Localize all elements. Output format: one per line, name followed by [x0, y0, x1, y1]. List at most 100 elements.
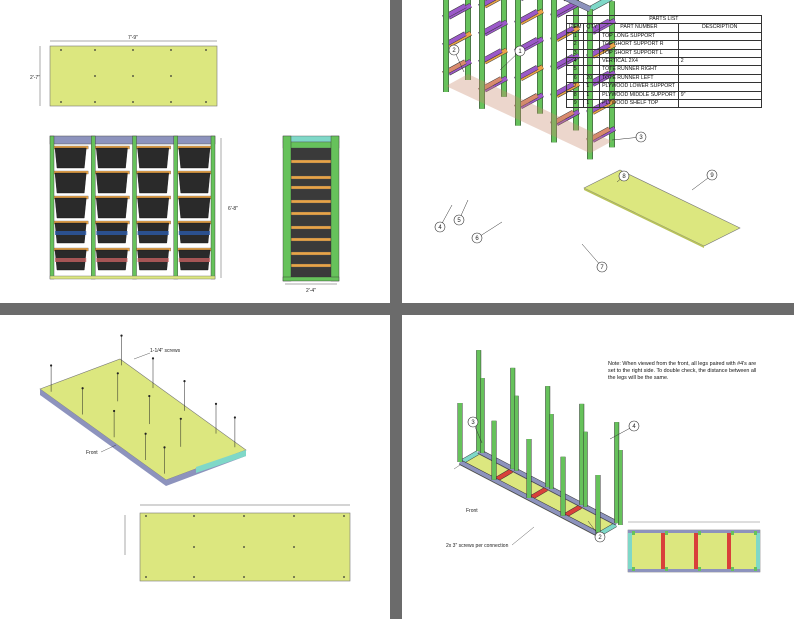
callout-number: 4 [438, 225, 442, 231]
plywood-shelf-top-part [583, 169, 741, 247]
parts-cell-item: 2 [565, 40, 585, 50]
parts-list-title: PARTS LIST [566, 14, 762, 25]
parts-cell-qty: 20 [583, 73, 601, 84]
callout-number: 3 [639, 135, 643, 141]
sheet3-drawing: 1-1/4" screws Front [39, 334, 351, 582]
col-header-item: ITEM [565, 23, 585, 33]
callout-bubble [635, 131, 647, 143]
tote-bin [54, 147, 87, 169]
parts-cell-part: VERTICAL 2X4 [599, 57, 679, 67]
tote-bin [178, 172, 211, 194]
tote-bin [54, 197, 87, 219]
callout-number: 6 [475, 236, 479, 242]
parts-cell-desc: 9" [677, 90, 762, 101]
parts-cell-item: 5 [565, 65, 585, 75]
parts-cell-item: 3 [565, 48, 585, 59]
parts-cell-qty [583, 40, 601, 50]
parts-cell-desc [677, 65, 762, 75]
callout-bubble [467, 416, 479, 428]
board-depth-dimension: 2'-7" [30, 75, 40, 81]
callout-bubble [434, 221, 446, 233]
parts-cell-qty [583, 31, 601, 42]
vertical-2x4 [91, 135, 96, 280]
tote-bin [137, 147, 169, 169]
screws-per-connection-label: 2x 3" screws per connection [446, 543, 509, 549]
side-elevation [282, 135, 340, 282]
screw-markers [50, 334, 236, 474]
parts-cell-desc [677, 48, 762, 59]
front-height-dimension: 6'-8" [228, 206, 238, 212]
tote-bin [178, 147, 211, 169]
col-header-qty: QTY [583, 23, 601, 33]
tote-bin [137, 172, 169, 194]
parts-cell-item: 9 [565, 99, 585, 109]
front-elevation [49, 135, 216, 280]
parts-cell-qty: 1 [583, 90, 601, 101]
parts-list-table: PARTS LIST ITEM QTY PART NUMBER DESCRIPT… [565, 14, 762, 109]
callout-bubble [453, 214, 465, 226]
parts-cell-part: TOP SHORT SUPPORT L [599, 48, 679, 59]
callout-bubble [594, 531, 606, 543]
screws-label: 1-1/4" screws [150, 348, 181, 354]
top-board-plan [139, 512, 351, 582]
parts-cell-qty [583, 48, 601, 59]
vertical-2x4 [49, 135, 55, 280]
part-callouts: 234 [467, 416, 640, 543]
parts-cell-item: 1 [565, 31, 585, 42]
parts-cell-desc [677, 73, 762, 84]
parts-cell-item: 6 [565, 73, 585, 84]
parts-cell-part: PLYWOOD MIDDLE SUPPORT [599, 90, 679, 101]
tote-bin [96, 172, 128, 194]
parts-cell-desc: 2 [677, 57, 762, 67]
callout-number: 8 [622, 174, 626, 180]
callout-bubble [471, 232, 483, 244]
callout-bubble [448, 44, 460, 56]
tote-bin [54, 172, 87, 194]
vertical-2x4 [173, 135, 178, 280]
leg-layout-plan [627, 521, 761, 573]
top-plywood-board: 7'-9" 2'-7" [30, 35, 218, 107]
callout-bubble [618, 170, 630, 182]
drawing-sheet-top-board: 1-1/4" screws Front [0, 315, 390, 619]
vertical-2x4 [210, 135, 216, 280]
drawing-sheet-front-view: 7'-9" 2'-7" 6'-8" 2'-4" [0, 0, 390, 303]
vertical-2x4 [132, 135, 137, 280]
col-header-description: DESCRIPTION [677, 23, 762, 33]
sheet4-drawing: Front 2x 3" screws per connection 234 [446, 350, 761, 573]
side-depth-dimension: 2'-4" [306, 288, 316, 294]
parts-cell-item: 4 [565, 57, 585, 67]
callout-number: 9 [710, 173, 714, 179]
tote-bin [96, 197, 128, 219]
parts-cell-desc [677, 31, 762, 42]
callout-bubble [628, 420, 640, 432]
assembly-note: Note: When viewed from the front, all le… [608, 361, 757, 381]
parts-cell-qty: 1 [583, 99, 601, 109]
callout-number: 4 [632, 424, 636, 430]
callout-bubble [514, 45, 526, 57]
leg-assembly-isometric [453, 350, 623, 538]
callout-bubble [596, 261, 608, 273]
callout-number: 3 [471, 420, 475, 426]
parts-cell-qty: 1 [583, 82, 601, 92]
callout-number: 2 [452, 48, 456, 54]
tote-bin [137, 197, 169, 219]
parts-cell-part: PLYWOOD LOWER SUPPORT [599, 82, 679, 92]
parts-cell-desc [677, 82, 762, 92]
col-header-part-number: PART NUMBER [599, 23, 679, 33]
parts-cell-qty [583, 57, 601, 67]
front-label: Front [86, 450, 98, 456]
board-width-dimension: 7'-9" [128, 35, 138, 41]
callout-bubble [706, 169, 718, 181]
callout-number: 5 [457, 218, 461, 224]
front-label: Front [466, 508, 478, 514]
tote-bin [96, 147, 128, 169]
